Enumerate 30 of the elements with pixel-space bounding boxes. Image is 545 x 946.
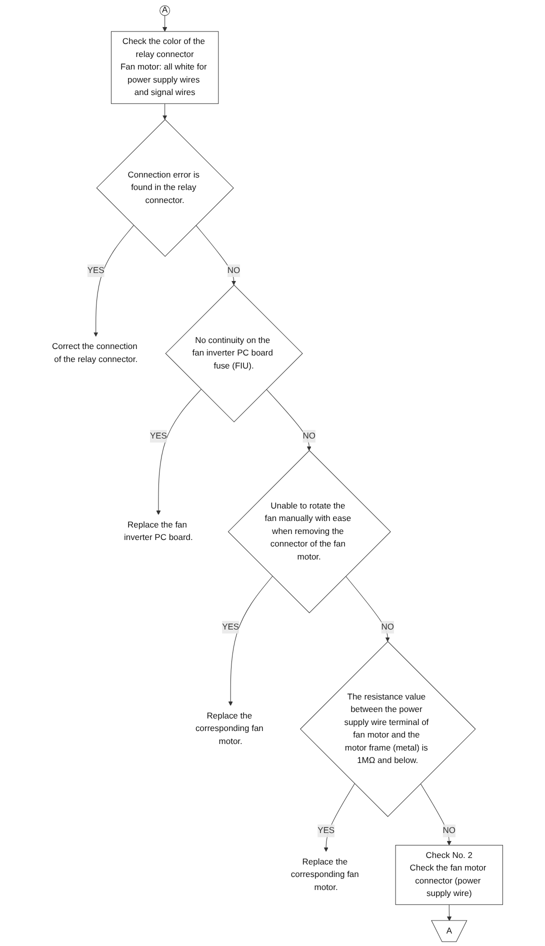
arrow — [345, 576, 390, 642]
arrow — [266, 389, 312, 451]
node-box: Check No. 2 Check the fan motor connector (power supply wire) — [395, 844, 503, 905]
edge-label: YES — [87, 266, 104, 275]
node-diamond: No continuity on the fan inverter PC board fuse (FIU). — [165, 284, 303, 422]
node-diamond: The resistance value between the power supply wire terminal of fan motor and the motor frame (metal) is 1MΩ and below. — [300, 641, 476, 817]
arrow — [196, 225, 236, 286]
arrow — [162, 15, 168, 32]
edge-label: NO — [302, 431, 316, 440]
node-text: Replace the corresponding fan motor. — [290, 857, 359, 892]
arrow — [162, 103, 168, 120]
node-text: Correct the connection of the relay connector. — [52, 342, 138, 364]
arrow — [446, 904, 452, 922]
node-diamond: Connection error is found in the relay connector. — [96, 119, 234, 257]
arrow — [228, 576, 273, 706]
edge-label: NO — [381, 622, 394, 632]
node-diamond: Unable to rotate the fan manually with ease when removing the connector of the fan motor. — [228, 450, 391, 614]
edge-label: YES — [150, 431, 167, 440]
arrow — [156, 389, 202, 515]
edge-label: YES — [222, 622, 240, 632]
node-text: Replace the corresponding fan motor. — [195, 712, 264, 746]
node-circle: A — [160, 5, 170, 16]
edge-label: NO — [227, 266, 240, 275]
node-text: Replace the fan inverter PC board. — [124, 520, 193, 542]
arrow — [420, 783, 452, 846]
arrow — [324, 783, 355, 852]
arrow — [94, 225, 134, 337]
edge-label: NO — [442, 826, 456, 836]
node-box: Check the color of the relay connector Fan motor: all white for power supply wires and signal wires — [110, 31, 219, 104]
edge-label: YES — [318, 826, 335, 836]
